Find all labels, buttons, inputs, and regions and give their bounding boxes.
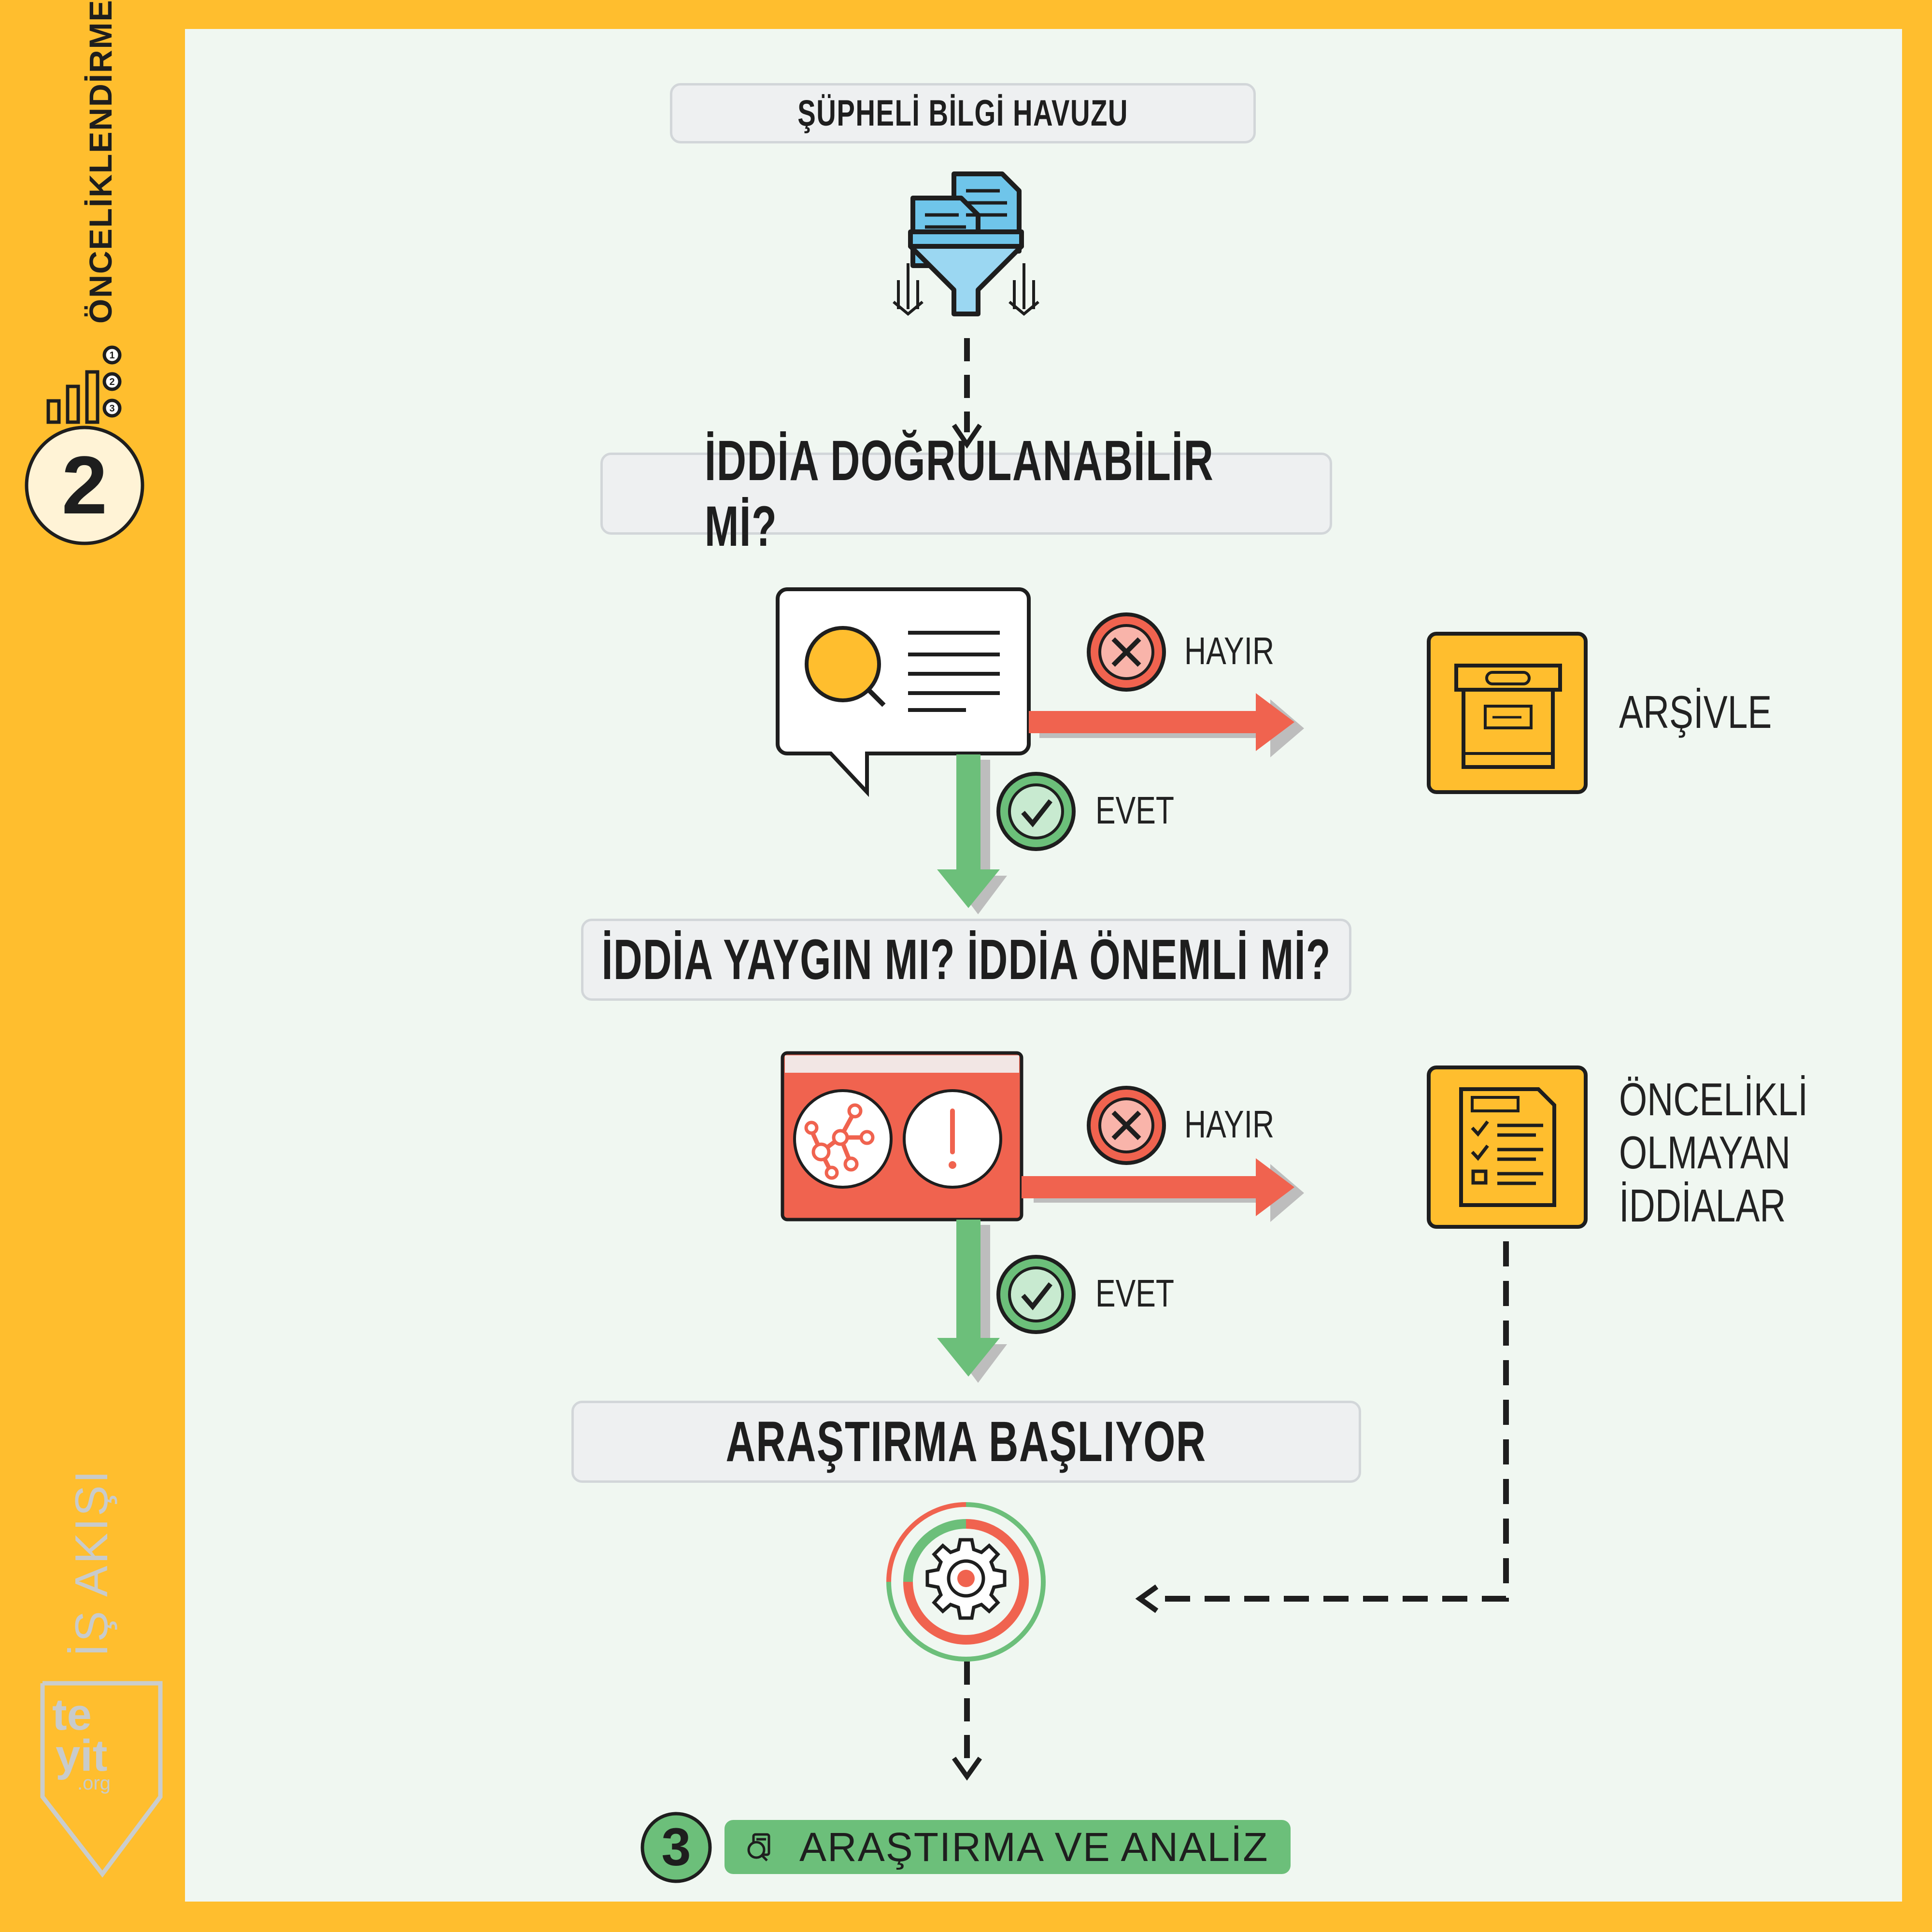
pool-label-box: ŞÜPHELİ BİLGİ HAVUZU [670,83,1256,143]
svg-text:3: 3 [109,403,114,414]
yes-label-2: EVET [1095,1272,1174,1315]
svg-text:1: 1 [109,350,114,361]
next-step-number: 3 [661,1818,691,1877]
yes-label-1: EVET [1095,789,1174,832]
start-label: ARAŞTIRMA BAŞLIYOR [725,1410,1207,1474]
step-number: 2 [61,440,108,531]
logo-text-te: te [52,1690,92,1739]
research-analysis-icon [747,1833,770,1861]
svg-text:2: 2 [109,377,114,387]
next-step-label: ARAŞTIRMA VE ANALİZ [799,1824,1269,1870]
next-step-button[interactable]: ARAŞTIRMA VE ANALİZ [724,1820,1291,1874]
logo-text-org: .org [77,1773,111,1794]
no-label-1: HAYIR [1184,629,1275,672]
archive-label: ARŞİVLE [1619,686,1772,738]
nonpriority-label-line1: ÖNCELİKLİ [1619,1074,1808,1125]
question1-label: İDDİA DOĞRULANABİLİR Mİ? [704,429,1214,558]
question2-box: İDDİA YAYGIN MI? İDDİA ÖNEMLİ Mİ? [581,919,1351,1001]
question2-label: İDDİA YAYGIN MI? İDDİA ÖNEMLİ Mİ? [601,928,1331,992]
start-box: ARAŞTIRMA BAŞLIYOR [571,1401,1361,1483]
nonpriority-label-line3: İDDİALAR [1619,1180,1786,1232]
no-label-2: HAYIR [1184,1103,1275,1146]
pool-label: ŞÜPHELİ BİLGİ HAVUZU [797,93,1128,134]
question1-box: İDDİA DOĞRULANABİLİR Mİ? [600,429,1332,558]
nonpriority-label-line2: OLMAYAN [1619,1127,1791,1179]
logo-text-yit: yit [56,1731,108,1780]
